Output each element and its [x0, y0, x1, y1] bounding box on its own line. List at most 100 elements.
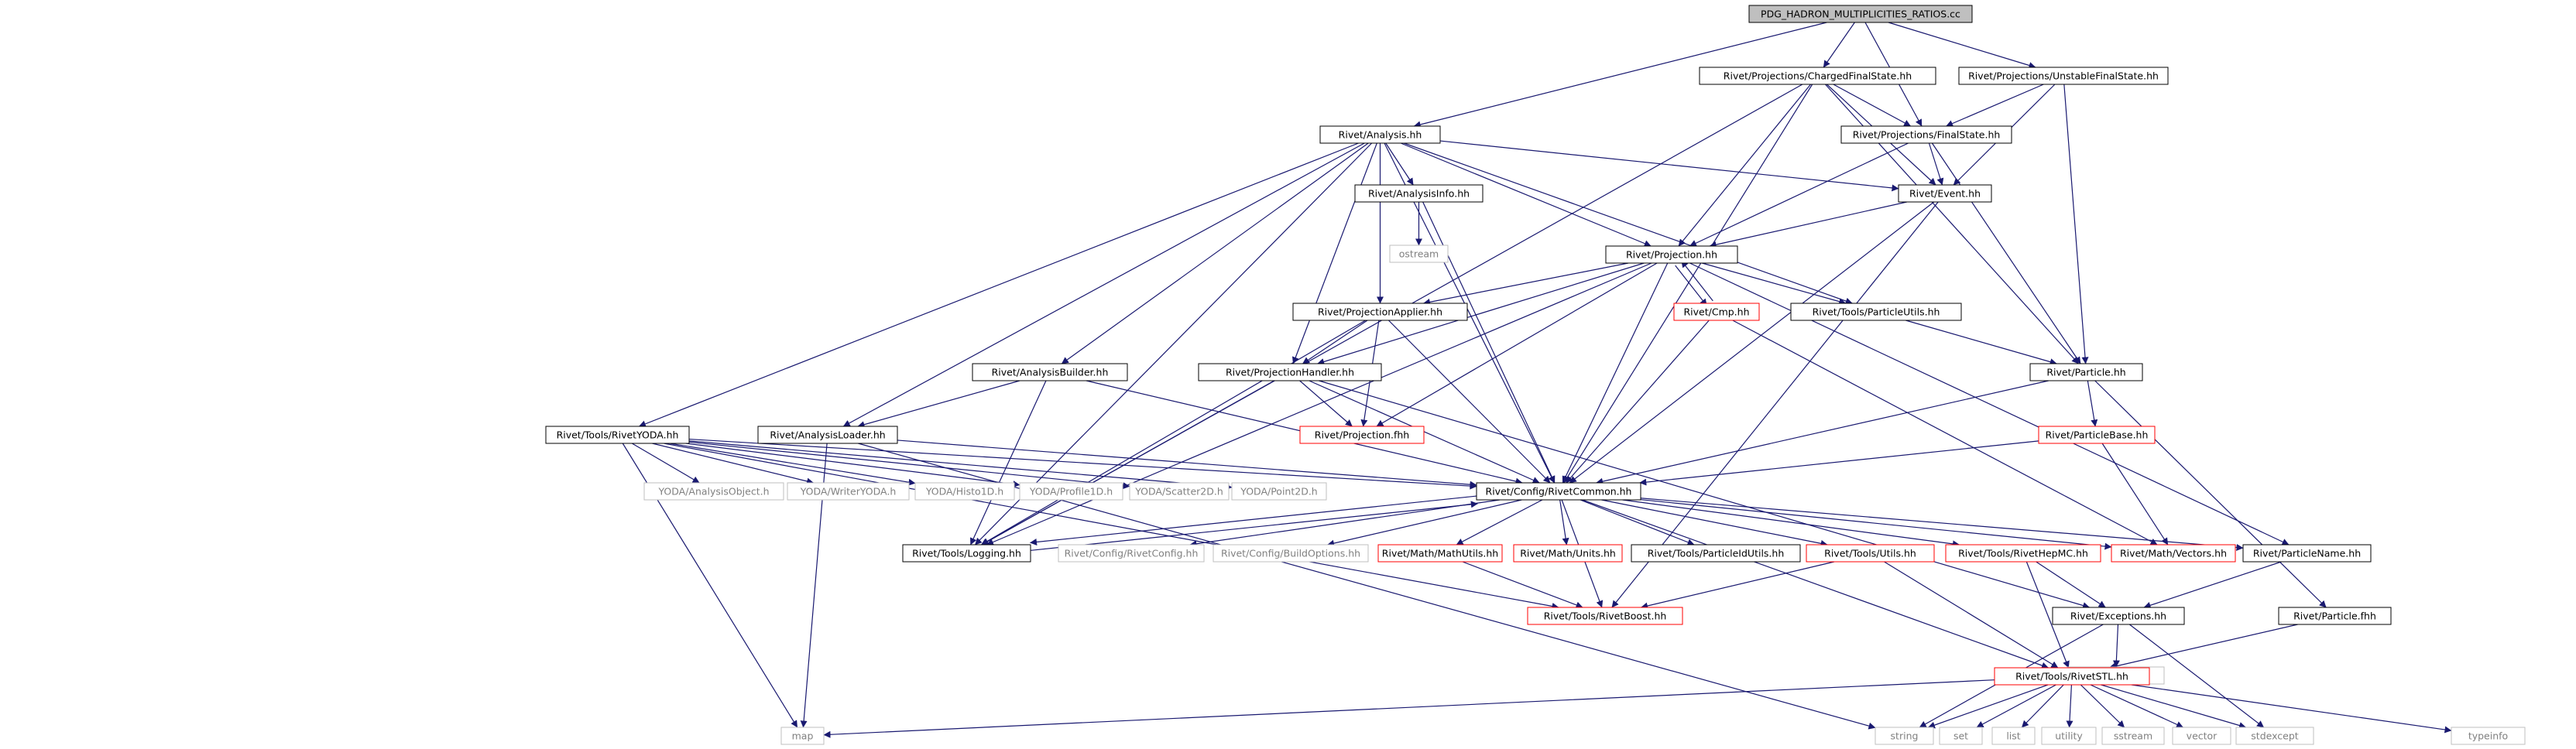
- node-box: [2451, 727, 2526, 745]
- edge-cfs-to-proj: [1678, 84, 1811, 247]
- node-ryoda[interactable]: Rivet/Tools/RivetYODA.hh: [545, 426, 690, 444]
- edge-pfwd-to-stl: [2108, 624, 2298, 670]
- node-box: [1019, 482, 1123, 501]
- edge-stl-to-vector: [2090, 684, 2183, 728]
- node-label: Rivet/Event.hh: [1909, 188, 1981, 200]
- node-root[interactable]: PDG_HADRON_MULTIPLICITIES_RATIOS.cc: [1748, 5, 1973, 23]
- edge-root-to-ana: [1413, 22, 1827, 128]
- node-box: [1292, 303, 1468, 321]
- node-ana[interactable]: Rivet/Analysis.hh: [1319, 125, 1441, 144]
- node-label: Rivet/ProjectionHandler.hh: [1226, 367, 1354, 378]
- edge-ryoda-to-yh1: [669, 443, 916, 486]
- node-label: Rivet/Math/Units.hh: [1520, 548, 1616, 559]
- node-cmp[interactable]: Rivet/Cmp.hh: [1673, 303, 1760, 321]
- node-yp1: YODA/Profile1D.h: [1019, 482, 1123, 501]
- node-box: [2041, 727, 2097, 745]
- node-utility: utility: [2041, 727, 2097, 745]
- node-box: [757, 426, 898, 444]
- node-abuild[interactable]: Rivet/AnalysisBuilder.hh: [972, 363, 1128, 381]
- node-label: ostream: [1399, 248, 1439, 260]
- node-pname[interactable]: Rivet/ParticleName.hh: [2242, 544, 2372, 563]
- file-nodes: PDG_HADRON_MULTIPLICITIES_RATIOS.ccRivet…: [545, 5, 2526, 745]
- node-box: [2172, 727, 2231, 745]
- node-box: [787, 482, 910, 501]
- edge-papp-to-phandler: [1302, 320, 1368, 364]
- edge-tutils-to-stl: [1884, 561, 2059, 669]
- node-phandler[interactable]: Rivet/ProjectionHandler.hh: [1198, 363, 1382, 381]
- node-box: [1994, 667, 2150, 686]
- node-sstream: sstream: [2101, 727, 2165, 745]
- node-box: [1389, 245, 1449, 263]
- node-putils[interactable]: Rivet/Tools/ParticleUtils.hh: [1790, 303, 1962, 321]
- node-ainfo[interactable]: Rivet/AnalysisInfo.hh: [1354, 184, 1484, 203]
- node-label: sstream: [2114, 730, 2152, 742]
- edge-rcommon-to-logging: [1030, 495, 1477, 546]
- node-proj[interactable]: Rivet/Projection.hh: [1605, 245, 1738, 264]
- edge-ana-to-abuild: [1061, 142, 1369, 364]
- node-label: Rivet/Projections/UnstableFinalState.hh: [1968, 70, 2159, 82]
- node-rcommon[interactable]: Rivet/Config/RivetCommon.hh: [1476, 482, 1641, 501]
- edge-ufs-to-fs: [1946, 84, 2044, 127]
- node-map: map: [780, 727, 825, 745]
- node-label: YODA/WriterYODA.h: [800, 486, 897, 498]
- edge-ana-to-proj: [1400, 142, 1652, 247]
- node-pfhh[interactable]: Rivet/Projection.fhh: [1299, 426, 1425, 444]
- node-label: PDG_HADRON_MULTIPLICITIES_RATIOS.cc: [1761, 9, 1960, 20]
- node-event[interactable]: Rivet/Event.hh: [1898, 184, 1992, 203]
- node-pidutils[interactable]: Rivet/Tools/ParticleIdUtils.hh: [1631, 544, 1801, 563]
- node-label: string: [1891, 730, 1919, 742]
- node-aloader[interactable]: Rivet/AnalysisLoader.hh: [757, 426, 898, 444]
- node-boost[interactable]: Rivet/Tools/RivetBoost.hh: [1527, 607, 1683, 625]
- node-cfs[interactable]: Rivet/Projections/ChargedFinalState.hh: [1699, 67, 1936, 85]
- edge-rcommon-to-vectors: [1640, 499, 2112, 550]
- edge-proj-to-papp: [1423, 262, 1629, 306]
- node-ypt: YODA/Point2D.h: [1231, 482, 1327, 501]
- node-label: Rivet/Projection.hh: [1626, 249, 1717, 261]
- node-papp[interactable]: Rivet/ProjectionApplier.hh: [1292, 303, 1468, 321]
- node-units[interactable]: Rivet/Math/Units.hh: [1513, 544, 1623, 563]
- node-box: [1299, 426, 1425, 444]
- node-list: list: [1991, 727, 2036, 745]
- node-mathutils[interactable]: Rivet/Math/MathUtils.hh: [1377, 544, 1503, 563]
- edge-stl-to-stdexcept: [2101, 684, 2247, 729]
- node-fs[interactable]: Rivet/Projections/FinalState.hh: [1840, 125, 2012, 144]
- edge-cmp-to-proj: [1681, 260, 1713, 302]
- node-pbase[interactable]: Rivet/ParticleBase.hh: [2038, 426, 2156, 444]
- node-label: stdexcept: [2251, 730, 2298, 742]
- node-particle[interactable]: Rivet/Particle.hh: [2029, 363, 2143, 381]
- edge-logging-to-rcommon: [1031, 501, 1478, 551]
- node-tutils[interactable]: Rivet/Tools/Utils.hh: [1806, 544, 1935, 563]
- node-box: [1875, 727, 1934, 745]
- edge-phandler-to-logging: [981, 380, 1275, 546]
- node-logging[interactable]: Rivet/Tools/Logging.hh: [902, 544, 1031, 563]
- edge-ryoda-to-yao: [631, 443, 700, 484]
- node-yh1: YODA/Histo1D.h: [914, 482, 1015, 501]
- node-vector: vector: [2172, 727, 2231, 745]
- edge-ryoda-to-ywy: [652, 443, 815, 485]
- node-vectors[interactable]: Rivet/Math/Vectors.hh: [2111, 544, 2236, 563]
- edge-hepmc-to-exc: [2036, 561, 2106, 608]
- node-hepmc[interactable]: Rivet/Tools/RivetHepMC.hh: [1945, 544, 2101, 563]
- edge-putils-to-particle: [1905, 320, 2057, 365]
- node-box: [1476, 482, 1641, 501]
- node-label: YODA/Point2D.h: [1240, 486, 1317, 498]
- node-ufs[interactable]: Rivet/Projections/UnstableFinalState.hh: [1958, 67, 2169, 85]
- edge-ana-to-putils: [1404, 142, 1853, 305]
- edge-root-to-ufs: [1888, 22, 2036, 69]
- node-label: Rivet/ParticleBase.hh: [2046, 429, 2149, 441]
- node-box: [1513, 544, 1623, 563]
- node-pfwd[interactable]: Rivet/Particle.fhh: [2278, 607, 2392, 625]
- node-label: Rivet/Tools/ParticleIdUtils.hh: [1648, 548, 1785, 559]
- node-box: [1939, 727, 1983, 745]
- node-ostream: ostream: [1389, 245, 1449, 263]
- edge-rcommon-to-pname: [1640, 498, 2244, 551]
- edge-ryoda-to-rcommon: [688, 438, 1477, 490]
- node-stl[interactable]: Rivet/Tools/RivetSTL.hh: [1994, 667, 2150, 686]
- node-label: YODA/AnalysisObject.h: [657, 486, 769, 498]
- node-exc[interactable]: Rivet/Exceptions.hh: [2052, 607, 2185, 625]
- node-box: [1354, 184, 1484, 203]
- node-label: utility: [2055, 730, 2083, 742]
- node-box: [1198, 363, 1382, 381]
- node-label: YODA/Scatter2D.h: [1134, 486, 1223, 498]
- edge-stl-to-string: [1928, 684, 2049, 729]
